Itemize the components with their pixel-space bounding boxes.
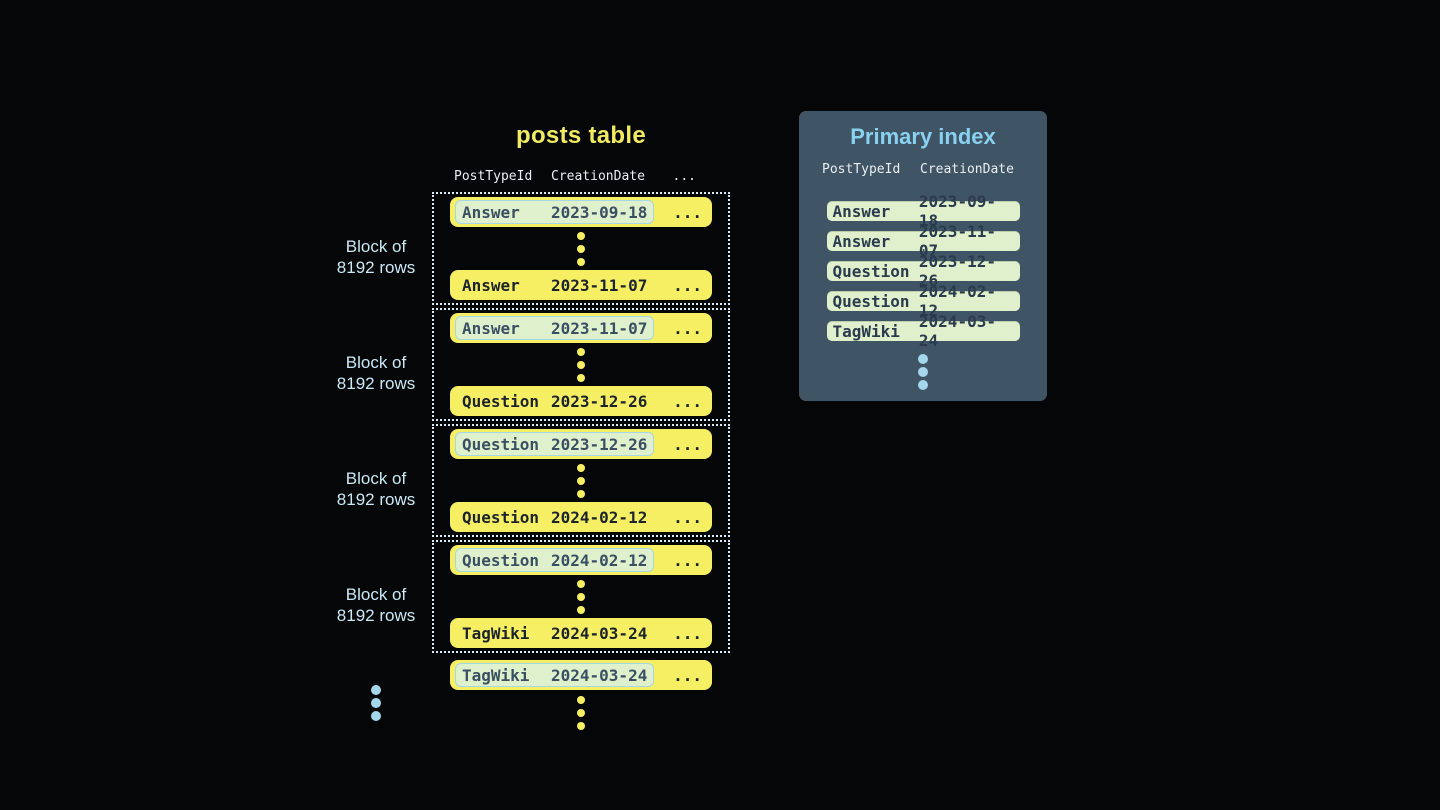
row-block-3: Question 2023-12-26 ... Question 2024-02…: [432, 424, 730, 537]
posts-table-column-headers: PostTypeId CreationDate ...: [450, 167, 712, 185]
block-label-4: Block of 8192 rows: [315, 584, 437, 626]
row-block-1: Answer 2023-09-18 ... Answer 2023-11-07 …: [432, 192, 730, 305]
block-label-line1: Block of: [345, 237, 407, 256]
table-row: Question 2023-12-26 ...: [450, 429, 712, 459]
row-more-ellipsis: ...: [673, 202, 702, 222]
table-row: TagWiki 2024-03-24 ...: [450, 618, 712, 648]
skipped-rows-dots: [577, 463, 585, 498]
cell-creationdate: 2024-03-24: [551, 623, 648, 643]
posts-table-title: posts table: [516, 122, 646, 149]
cell-posttypeid: Question: [462, 550, 540, 570]
indexed-key-highlight: Question 2024-02-12: [455, 548, 655, 572]
more-index-entries-dots: [918, 354, 928, 390]
skipped-rows-dots: [577, 579, 585, 614]
cell-posttypeid: TagWiki: [462, 623, 530, 643]
cell-creationdate: 2024-03-24: [918, 312, 996, 350]
more-index-entries-dots-wrap: [799, 354, 1047, 390]
indexed-key-highlight: Answer 2023-11-07: [455, 316, 655, 340]
more-blocks-dots: [371, 685, 381, 721]
primary-index-panel: Primary index PostTypeId CreationDate An…: [799, 111, 1047, 401]
table-row: Answer 2023-11-07 ...: [450, 313, 712, 343]
row-key: TagWiki 2024-03-24: [455, 621, 654, 645]
primary-index-title: Primary index: [850, 124, 996, 149]
cell-creationdate: 2023-12-26: [551, 434, 648, 454]
index-row: Answer 2023-09-18: [826, 192, 1020, 230]
block-label-line1: Block of: [345, 353, 407, 372]
table-row: Question 2024-02-12 ...: [450, 545, 712, 575]
column-header-posttypeid: PostTypeId: [822, 162, 901, 177]
row-more-ellipsis: ...: [673, 391, 702, 411]
row-more-ellipsis: ...: [673, 275, 702, 295]
row-block-2: Answer 2023-11-07 ... Question 2023-12-2…: [432, 308, 730, 421]
primary-index-column-headers: PostTypeId CreationDate: [799, 162, 1047, 177]
block-label-line2: 8192 rows: [336, 490, 416, 509]
row-more-ellipsis: ...: [673, 550, 702, 570]
block-label-line1: Block of: [345, 585, 407, 604]
row-more-ellipsis: ...: [673, 434, 702, 454]
index-row: Question 2024-02-12: [826, 282, 1020, 320]
cell-posttypeid: Answer: [832, 201, 891, 221]
indexed-key-highlight: Question 2023-12-26: [455, 432, 655, 456]
row-more-ellipsis: ...: [673, 665, 702, 685]
cell-creationdate: 2024-02-12: [918, 282, 996, 320]
cell-creationdate: 2024-02-12: [551, 507, 648, 527]
cell-creationdate: 2023-11-07: [551, 318, 648, 338]
cell-posttypeid: Question: [832, 291, 910, 311]
cell-posttypeid: Answer: [462, 202, 520, 222]
cell-posttypeid: TagWiki: [462, 665, 530, 685]
index-row: Answer 2023-11-07: [826, 222, 1020, 260]
indexed-key-highlight: TagWiki 2024-03-24: [455, 663, 655, 687]
cell-creationdate: 2023-11-07: [551, 275, 648, 295]
row-more-ellipsis: ...: [673, 623, 702, 643]
cell-posttypeid: Question: [462, 507, 540, 527]
column-header-more-ellipsis: ...: [672, 168, 696, 184]
more-rows-dots: [577, 696, 585, 730]
cell-creationdate: 2023-11-07: [918, 222, 996, 260]
block-label-2: Block of 8192 rows: [315, 352, 437, 394]
row-more-ellipsis: ...: [673, 507, 702, 527]
block-label-line2: 8192 rows: [336, 258, 416, 277]
row-block-4: Question 2024-02-12 ... TagWiki 2024-03-…: [432, 540, 730, 653]
row-key: Question 2023-12-26: [455, 389, 654, 413]
block-label-line2: 8192 rows: [336, 606, 416, 625]
index-row: Question 2023-12-26: [826, 252, 1020, 290]
block-label-line1: Block of: [345, 469, 407, 488]
cell-posttypeid: Answer: [832, 231, 891, 251]
block-label-line2: 8192 rows: [336, 374, 416, 393]
row-key: Question 2024-02-12: [455, 505, 654, 529]
block-label-3: Block of 8192 rows: [315, 468, 437, 510]
cell-posttypeid: TagWiki: [832, 321, 900, 341]
cell-creationdate: 2023-09-18: [551, 202, 648, 222]
column-header-posttypeid: PostTypeId: [454, 168, 533, 184]
skipped-rows-dots: [577, 347, 585, 382]
table-row: Question 2024-02-12 ...: [450, 502, 712, 532]
cell-creationdate: 2023-09-18: [918, 192, 996, 230]
cell-creationdate: 2023-12-26: [551, 391, 648, 411]
primary-index-rows: Answer 2023-09-18 Answer 2023-11-07 Ques…: [799, 192, 1047, 350]
row-more-ellipsis: ...: [673, 318, 702, 338]
cell-creationdate: 2023-12-26: [918, 252, 996, 290]
column-header-creationdate: CreationDate: [551, 168, 645, 184]
table-row: Answer 2023-09-18 ...: [450, 197, 712, 227]
cell-posttypeid: Question: [462, 434, 540, 454]
block-label-1: Block of 8192 rows: [315, 236, 437, 278]
cell-posttypeid: Question: [832, 261, 910, 281]
table-row: Question 2023-12-26 ...: [450, 386, 712, 416]
indexed-key-highlight: Answer 2023-09-18: [455, 200, 655, 224]
cell-posttypeid: Answer: [462, 318, 520, 338]
row-key: Answer 2023-11-07: [455, 273, 654, 297]
cell-creationdate: 2024-03-24: [551, 665, 648, 685]
table-row: Answer 2023-11-07 ...: [450, 270, 712, 300]
cell-posttypeid: Question: [462, 391, 540, 411]
column-header-creationdate: CreationDate: [920, 162, 1014, 177]
index-row: TagWiki 2024-03-24: [826, 312, 1020, 350]
table-row-next-block: TagWiki 2024-03-24 ...: [450, 660, 712, 690]
cell-creationdate: 2024-02-12: [551, 550, 648, 570]
skipped-rows-dots: [577, 231, 585, 266]
cell-posttypeid: Answer: [462, 275, 520, 295]
